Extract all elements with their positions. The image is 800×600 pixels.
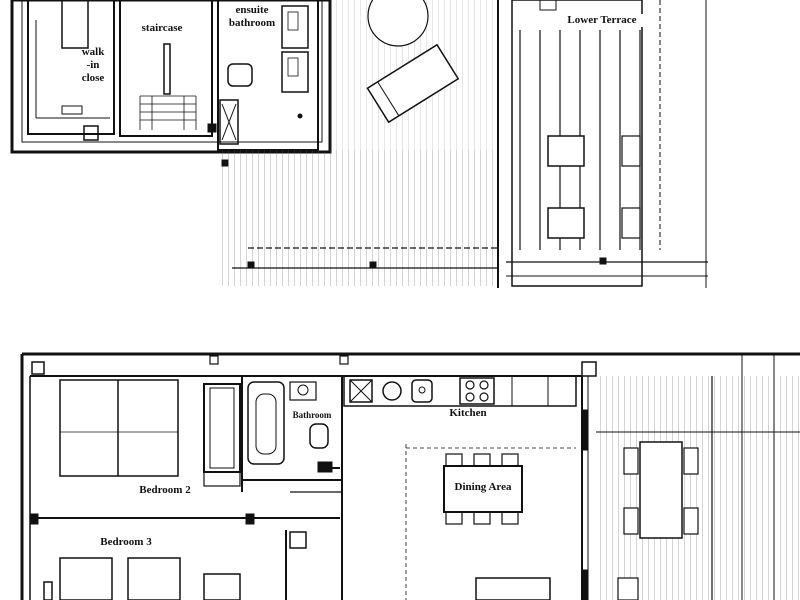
kitchen-room (343, 375, 577, 407)
bedroom-2-label: Bedroom 2 (128, 484, 202, 497)
walk-in-close-label: walk -in close (76, 46, 110, 85)
dining-area-room (405, 444, 576, 600)
staircase-label: staircase (141, 22, 183, 34)
staircase-room (119, 0, 213, 137)
lower-terrace-label: Lower Terrace (556, 14, 648, 27)
ensuite-bathroom-label-line-2: bathroom (228, 17, 276, 29)
lower-floor-plan (20, 352, 800, 600)
kitchen-label: Kitchen (449, 407, 487, 419)
bathroom-label: Bathroom (288, 409, 336, 422)
bedroom-3-label: Bedroom 3 (100, 536, 152, 548)
bedroom-2-room (29, 379, 340, 525)
upper-middle-terrace (218, 0, 500, 288)
ensuite-bathroom-label-line-1: ensuite (235, 4, 269, 16)
lower-terrace-area (506, 0, 708, 288)
lower-right-terrace (596, 354, 800, 600)
bathroom-room (241, 375, 343, 481)
ensuite-bathroom-label: ensuite bathroom (220, 4, 284, 30)
bedroom-3-room (43, 530, 307, 600)
walk-in-close-label-line-3: close (81, 72, 105, 84)
upper-floor-plan (10, 0, 708, 288)
dining-area-label: Dining Area (448, 481, 518, 494)
walk-in-close-room (27, 0, 115, 135)
walk-in-close-label-line-2: -in (86, 59, 100, 71)
walk-in-close-label-line-1: walk (81, 46, 105, 58)
